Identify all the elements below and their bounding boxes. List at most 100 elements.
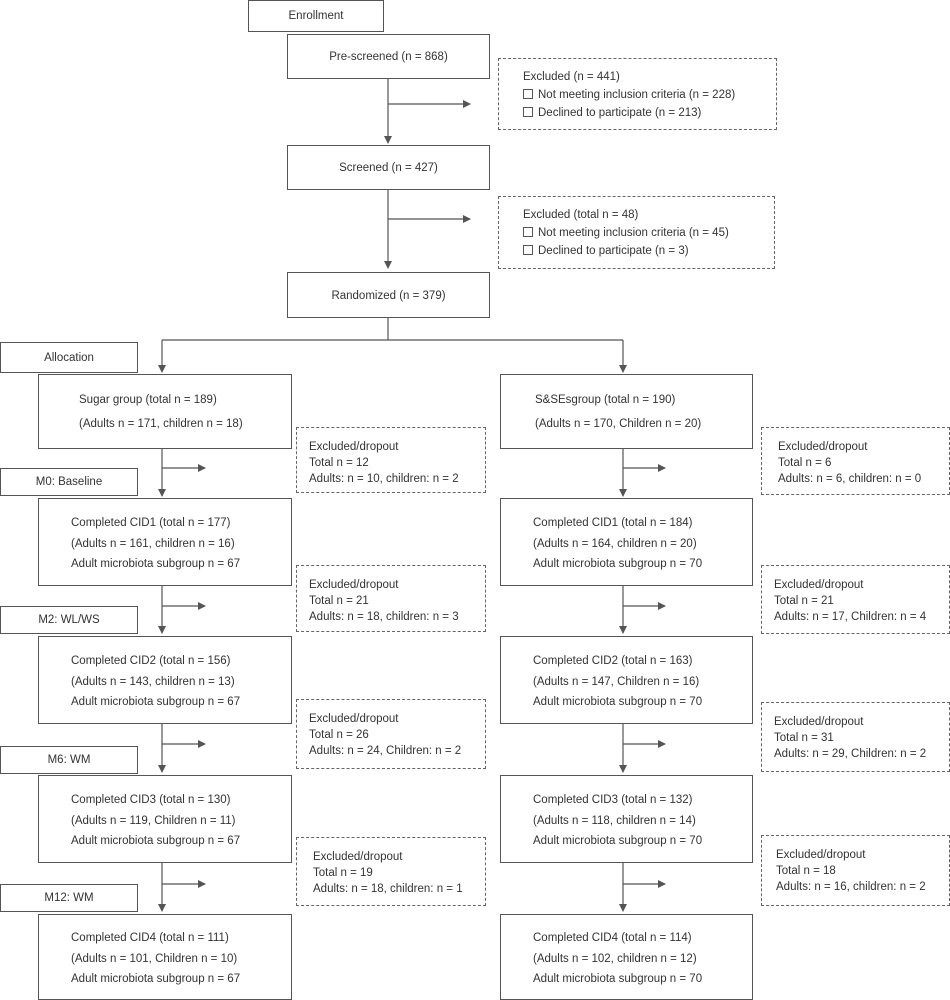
dropout-line: Total n = 26 [309, 729, 369, 741]
sugar-dropout-1: Excluded/dropout Total n = 12 Adults: n … [296, 427, 486, 493]
box-line: Adult microbiota subgroup n = 67 [71, 558, 241, 570]
excluded-item-text: Declined to participate (n = 3) [538, 245, 689, 257]
dropout-line: Total n = 12 [309, 457, 369, 469]
stage-label: M2: WL/WS [38, 614, 100, 626]
dropout-line: Adults: n = 24, Children: n = 2 [309, 745, 462, 757]
box-line: Completed CID3 (total n = 130) [71, 794, 231, 806]
box-line: (Adults n = 143, children n = 13) [71, 676, 235, 688]
dropout-line: Adults: n = 17, Children: n = 4 [774, 611, 927, 623]
stage-label: M12: WM [44, 892, 94, 904]
checkbox-icon [523, 89, 533, 99]
checkbox-icon [523, 245, 533, 255]
excluded-item: Declined to participate (n = 3) [523, 244, 689, 258]
dropout-line: Adults: n = 6, children: n = 0 [778, 473, 922, 485]
randomized-box: Randomized (n = 379) [287, 272, 490, 318]
stage-allocation: Allocation [0, 342, 138, 373]
box-line: (Adults n = 164, children n = 20) [533, 538, 697, 550]
box-line: Adult microbiota subgroup n = 70 [533, 558, 703, 570]
excluded-item: Not meeting inclusion criteria (n = 228) [523, 88, 735, 102]
box-line: Completed CID2 (total n = 163) [533, 655, 693, 667]
box-text: Pre-screened (n = 868) [329, 51, 448, 63]
box-text: Screened (n = 427) [339, 162, 438, 174]
sse-cid1-box: Completed CID1 (total n = 184) (Adults n… [500, 498, 753, 586]
sugar-dropout-4: Excluded/dropout Total n = 19 Adults: n … [296, 837, 486, 906]
stage-m6: M6: WM [0, 746, 138, 774]
box-text: Randomized (n = 379) [331, 290, 446, 302]
excluded-item: Not meeting inclusion criteria (n = 45) [523, 226, 729, 240]
sse-dropout-4: Excluded/dropout Total n = 18 Adults: n … [761, 835, 950, 906]
box-line: Adult microbiota subgroup n = 67 [71, 696, 241, 708]
dropout-line: Excluded/dropout [309, 713, 399, 725]
box-line: Completed CID2 (total n = 156) [71, 655, 231, 667]
dropout-line: Excluded/dropout [776, 849, 866, 861]
box-line: (Adults n = 161, children n = 16) [71, 538, 235, 550]
excluded-item-text: Declined to participate (n = 213) [538, 107, 702, 119]
sugar-dropout-2: Excluded/dropout Total n = 21 Adults: n … [296, 565, 486, 632]
stage-m2: M2: WL/WS [0, 606, 138, 634]
dropout-line: Total n = 31 [774, 732, 834, 744]
box-line: (Adults n = 118, children n = 14) [533, 815, 696, 827]
box-line: (Adults n = 119, Children n = 11) [71, 815, 236, 827]
dropout-line: Excluded/dropout [313, 851, 403, 863]
box-line: (Adults n = 147, Children n = 16) [533, 676, 700, 688]
checkbox-icon [523, 227, 533, 237]
box-line: (Adults n = 101, Children n = 10) [71, 953, 238, 965]
box-line: Adult microbiota subgroup n = 67 [71, 973, 241, 985]
sugar-dropout-3: Excluded/dropout Total n = 26 Adults: n … [296, 699, 486, 769]
stage-label: M6: WM [47, 754, 91, 766]
sugar-cid4-box: Completed CID4 (total n = 111) (Adults n… [38, 914, 292, 1000]
excluded-item: Declined to participate (n = 213) [523, 106, 701, 120]
box-line: (Adults n = 171, children n = 18) [79, 418, 243, 430]
dropout-line: Total n = 19 [313, 867, 373, 879]
sse-dropout-1: Excluded/dropout Total n = 6 Adults: n =… [761, 427, 950, 495]
box-line: Completed CID4 (total n = 114) [533, 932, 692, 944]
stage-label: M0: Baseline [35, 476, 103, 488]
dropout-line: Excluded/dropout [309, 579, 399, 591]
prescreened-box: Pre-screened (n = 868) [287, 34, 490, 79]
sugar-group-box: Sugar group (total n = 189) (Adults n = … [38, 374, 292, 449]
screened-box: Screened (n = 427) [287, 145, 490, 190]
stage-enrollment: Enrollment [248, 0, 384, 32]
sse-cid4-box: Completed CID4 (total n = 114) (Adults n… [500, 914, 753, 1000]
box-line: Sugar group (total n = 189) [79, 394, 217, 406]
sugar-cid1-box: Completed CID1 (total n = 177) (Adults n… [38, 498, 292, 586]
excluded-title: Excluded (n = 441) [523, 71, 620, 83]
dropout-line: Excluded/dropout [778, 441, 868, 453]
dropout-line: Excluded/dropout [774, 716, 864, 728]
dropout-line: Total n = 21 [774, 595, 834, 607]
sse-cid2-box: Completed CID2 (total n = 163) (Adults n… [500, 636, 753, 724]
sse-group-box: S&SEsgroup (total n = 190) (Adults n = 1… [500, 374, 753, 449]
sse-dropout-3: Excluded/dropout Total n = 31 Adults: n … [761, 702, 950, 772]
box-line: Completed CID1 (total n = 184) [533, 517, 693, 529]
sugar-cid3-box: Completed CID3 (total n = 130) (Adults n… [38, 775, 292, 863]
dropout-line: Excluded/dropout [309, 441, 399, 453]
box-line: Completed CID1 (total n = 177) [71, 517, 231, 529]
box-line: (Adults n = 170, Children n = 20) [535, 418, 702, 430]
box-line: (Adults n = 102, children n = 12) [533, 953, 697, 965]
excluded-box-screen: Excluded (total n = 48) Not meeting incl… [498, 196, 775, 269]
box-line: Adult microbiota subgroup n = 67 [71, 835, 241, 847]
dropout-line: Total n = 18 [776, 865, 836, 877]
excluded-title: Excluded (total n = 48) [523, 209, 639, 221]
sse-dropout-2: Excluded/dropout Total n = 21 Adults: n … [761, 565, 950, 634]
box-line: Adult microbiota subgroup n = 70 [533, 696, 703, 708]
excluded-item-text: Not meeting inclusion criteria (n = 228) [538, 89, 736, 101]
sse-cid3-box: Completed CID3 (total n = 132) (Adults n… [500, 775, 753, 863]
dropout-line: Excluded/dropout [774, 579, 864, 591]
box-line: Completed CID4 (total n = 111) [71, 932, 229, 944]
dropout-line: Total n = 6 [778, 457, 832, 469]
dropout-line: Total n = 21 [309, 595, 369, 607]
sugar-cid2-box: Completed CID2 (total n = 156) (Adults n… [38, 636, 292, 724]
stage-label: Enrollment [288, 10, 344, 22]
box-line: Completed CID3 (total n = 132) [533, 794, 693, 806]
dropout-line: Adults: n = 29, Children: n = 2 [774, 748, 927, 760]
stage-m0: M0: Baseline [0, 468, 138, 496]
dropout-line: Adults: n = 10, children: n = 2 [309, 473, 459, 485]
dropout-line: Adults: n = 18, children: n = 3 [309, 611, 459, 623]
stage-label: Allocation [44, 352, 94, 364]
checkbox-icon [523, 107, 533, 117]
stage-m12: M12: WM [0, 884, 138, 912]
dropout-line: Adults: n = 16, children: n = 2 [776, 881, 926, 893]
box-line: Adult microbiota subgroup n = 70 [533, 973, 703, 985]
